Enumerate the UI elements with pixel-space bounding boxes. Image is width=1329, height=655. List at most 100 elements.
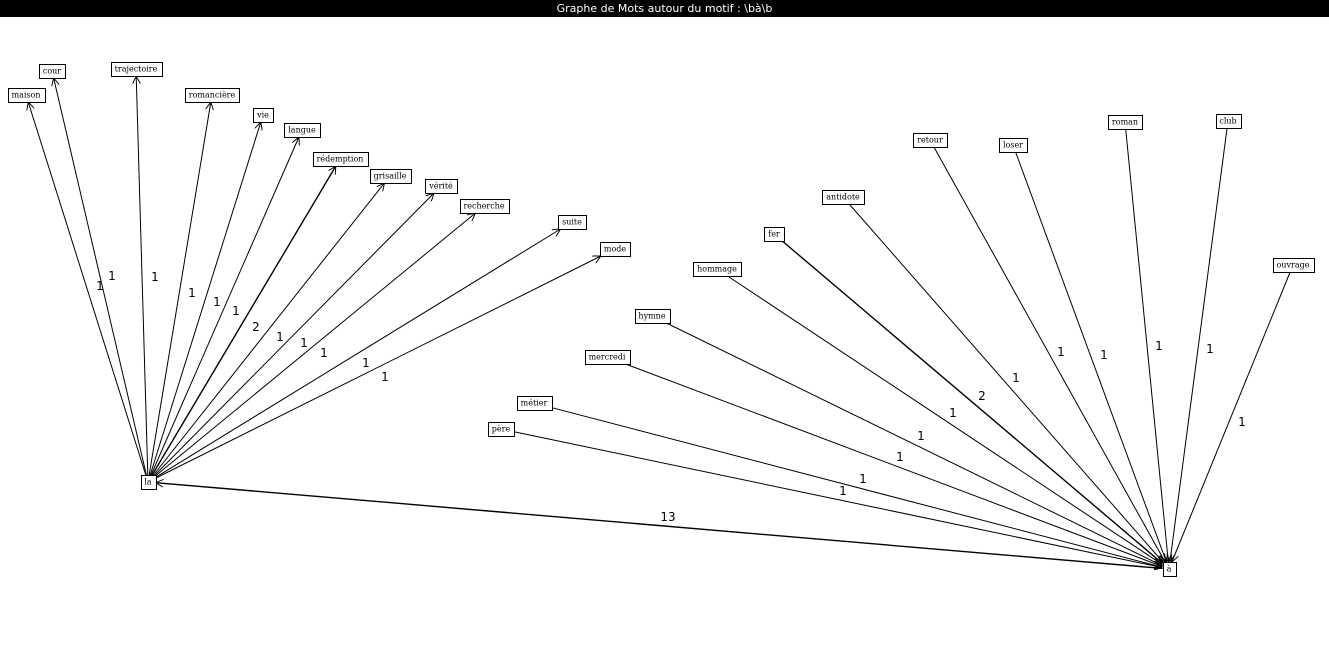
node-suite: suite bbox=[558, 215, 587, 230]
edge-weight-label: 1 bbox=[917, 429, 925, 443]
node-label: fer bbox=[768, 230, 780, 239]
node-label: hymne bbox=[638, 312, 665, 321]
node-box bbox=[585, 350, 631, 365]
edge-weight-label: 1 bbox=[949, 406, 957, 420]
edge-la-suite bbox=[155, 229, 561, 478]
node-label: grisaille bbox=[374, 172, 407, 181]
node-box bbox=[517, 396, 553, 411]
node-box bbox=[370, 169, 412, 184]
edge-ouvrage-a bbox=[1172, 271, 1291, 562]
node-label: langue bbox=[288, 126, 316, 135]
edge-mercredi-a bbox=[625, 363, 1163, 567]
node-a: à bbox=[1163, 562, 1177, 577]
node-box bbox=[1108, 115, 1143, 130]
node-ouvrage: ouvrage bbox=[1273, 258, 1315, 273]
node-box bbox=[999, 138, 1028, 153]
edge-weight-label: 1 bbox=[859, 472, 867, 486]
node-box bbox=[693, 262, 742, 277]
window-title: Graphe de Mots autour du motif : \bà\b bbox=[0, 0, 1329, 17]
edge-la-romanciere bbox=[148, 102, 211, 476]
edge-weight-label: 1 bbox=[151, 270, 159, 284]
edge-weight-label: 1 bbox=[896, 450, 904, 464]
edge-weight-label: 1 bbox=[1155, 339, 1163, 353]
edge-weight-label: 1 bbox=[213, 295, 221, 309]
edge-la-langue bbox=[150, 137, 299, 476]
node-trajectoire: trajectoire bbox=[111, 62, 163, 77]
node-box bbox=[1163, 562, 1177, 577]
edge-retour-a bbox=[933, 146, 1165, 562]
node-box bbox=[1273, 258, 1315, 273]
node-label: recherche bbox=[463, 202, 504, 211]
edge-weight-label: 1 bbox=[232, 304, 240, 318]
edge-a-la bbox=[156, 483, 1163, 570]
node-box bbox=[913, 133, 948, 148]
edge-weight-label: 1 bbox=[1238, 415, 1246, 429]
node-label: rédemption bbox=[317, 155, 364, 164]
node-label: club bbox=[1219, 117, 1236, 126]
node-label: suite bbox=[562, 218, 582, 227]
node-box bbox=[185, 88, 240, 103]
node-mode: mode bbox=[600, 242, 631, 257]
node-label: à bbox=[1167, 565, 1172, 574]
node-metier: métier bbox=[517, 396, 553, 411]
node-hommage: hommage bbox=[693, 262, 742, 277]
node-box bbox=[39, 64, 66, 79]
node-label: cour bbox=[43, 67, 61, 76]
node-label: hommage bbox=[697, 265, 737, 274]
edge-weight-label: 1 bbox=[1057, 345, 1065, 359]
node-box bbox=[141, 475, 157, 490]
edge-hymne-a bbox=[666, 322, 1162, 566]
edge-la-cour bbox=[54, 78, 147, 476]
node-box bbox=[600, 242, 631, 257]
node-label: antidote bbox=[826, 193, 860, 202]
node-verite: vérité bbox=[425, 179, 458, 194]
node-label: vérité bbox=[428, 182, 453, 191]
node-pere: père bbox=[488, 422, 515, 437]
edge-weight-label: 1 bbox=[300, 336, 308, 350]
edge-antidote-a bbox=[848, 203, 1163, 562]
edge-weight-label: 1 bbox=[362, 356, 370, 370]
edge-la-verite bbox=[154, 193, 434, 476]
node-recherche: recherche bbox=[460, 199, 510, 214]
edge-roman-a bbox=[1125, 128, 1169, 562]
node-grisaille: grisaille bbox=[370, 169, 412, 184]
node-box bbox=[253, 108, 274, 123]
node-box bbox=[111, 62, 163, 77]
node-box bbox=[1216, 114, 1242, 129]
node-label: vie bbox=[256, 111, 269, 120]
edge-weight-label: 13 bbox=[660, 510, 675, 524]
node-box bbox=[425, 179, 458, 194]
node-box bbox=[558, 215, 587, 230]
node-label: trajectoire bbox=[115, 65, 158, 74]
node-romanciere: romancière bbox=[185, 88, 240, 103]
node-roman: roman bbox=[1108, 115, 1143, 130]
node-box bbox=[488, 422, 515, 437]
edge-pere-a bbox=[513, 431, 1163, 568]
edge-weight-label: 2 bbox=[252, 320, 260, 334]
edge-la-trajectoire bbox=[136, 76, 149, 476]
node-label: roman bbox=[1112, 118, 1138, 127]
edge-metier-a bbox=[551, 407, 1163, 568]
node-label: loser bbox=[1003, 141, 1023, 150]
edge-weight-label: 1 bbox=[188, 286, 196, 300]
edge-loser-a bbox=[1015, 151, 1167, 562]
node-langue: langue bbox=[284, 123, 321, 138]
edge-weight-label: 1 bbox=[320, 346, 328, 360]
node-box bbox=[460, 199, 510, 214]
node-mercredi: mercredi bbox=[585, 350, 631, 365]
edge-weight-label: 1 bbox=[96, 279, 104, 293]
node-box bbox=[635, 309, 671, 324]
node-la: la bbox=[141, 475, 157, 490]
node-hymne: hymne bbox=[635, 309, 671, 324]
edge-la-grisaille bbox=[153, 183, 385, 476]
node-box bbox=[284, 123, 321, 138]
edge-la-vie bbox=[149, 122, 261, 476]
node-vie: vie bbox=[253, 108, 274, 123]
node-label: retour bbox=[917, 136, 943, 145]
node-retour: retour bbox=[913, 133, 948, 148]
node-label: métier bbox=[521, 399, 548, 408]
node-loser: loser bbox=[999, 138, 1028, 153]
node-box bbox=[313, 152, 369, 167]
